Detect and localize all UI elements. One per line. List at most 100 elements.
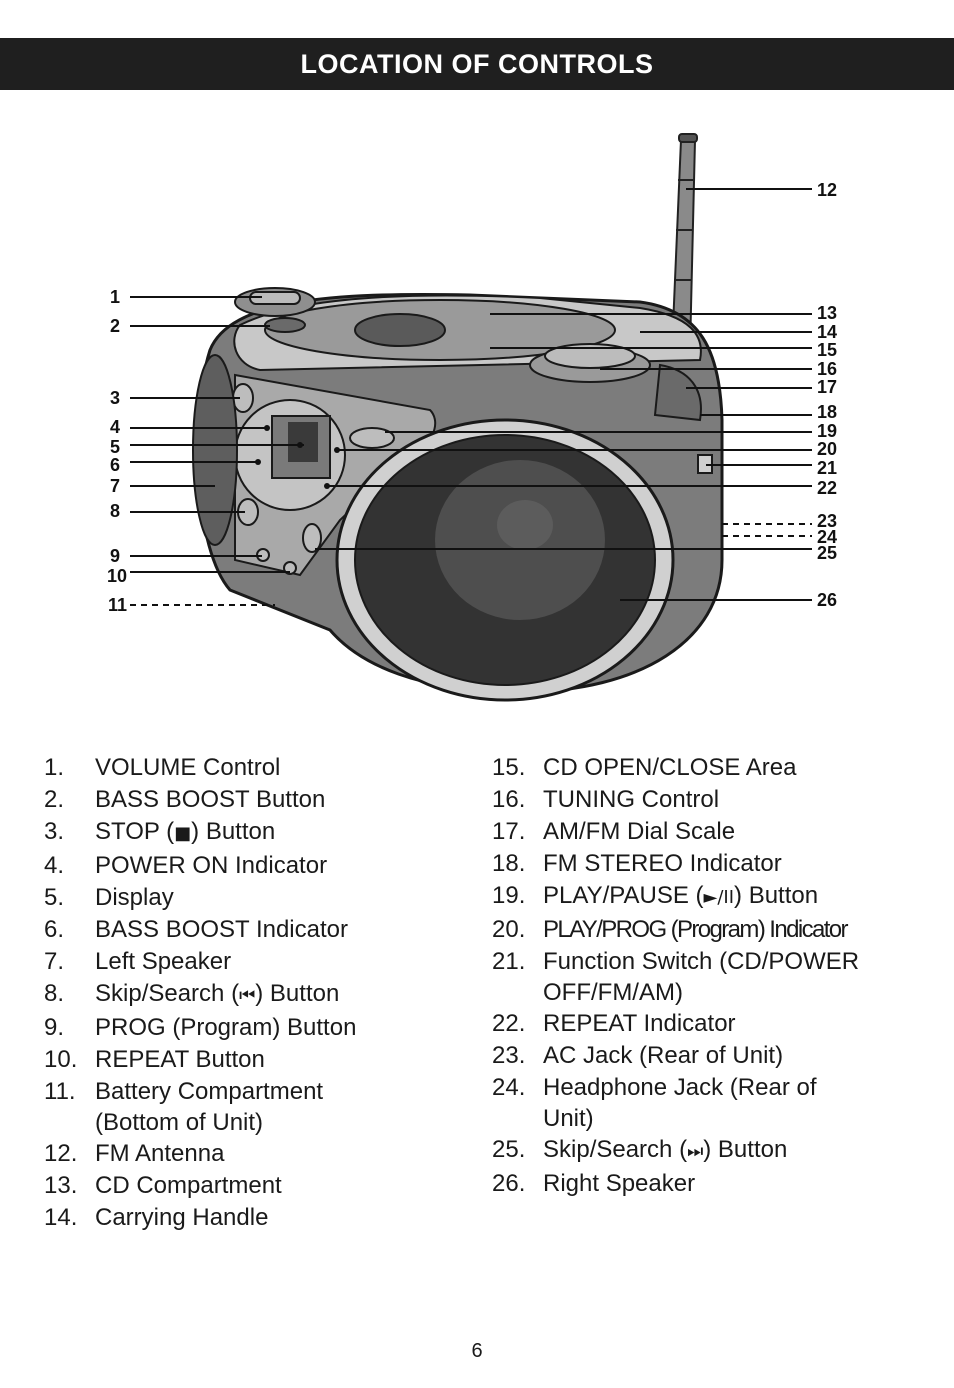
skip-back-icon: ⏮ — [239, 985, 256, 1006]
item-label-line1: Battery Compartment — [95, 1078, 324, 1105]
callout-25: 25 — [817, 543, 838, 563]
item-number: 13. — [44, 1172, 78, 1199]
leader-lines-right — [315, 188, 812, 601]
item-number: 7. — [44, 948, 65, 975]
item-label: Left Speaker — [95, 948, 232, 975]
callout-10: 10 — [106, 566, 127, 586]
item-label: REPEAT Indicator — [543, 1010, 736, 1037]
list-item: 3.STOP (■) Button — [44, 816, 444, 850]
list-item: 17.AM/FM Dial Scale — [492, 816, 912, 848]
list-item: 15. CD OPEN/CLOSE Area — [492, 752, 912, 784]
list-item: 4. POWER ON Indicator — [44, 850, 444, 882]
list-item: 2. BASS BOOST Button — [44, 784, 444, 816]
item-label-post: ) Button — [734, 882, 819, 909]
callout-8: 8 — [109, 501, 120, 521]
item-number: 19. — [492, 882, 526, 909]
item-number: 16. — [492, 786, 526, 813]
list-item: 20.PLAY/PROG (Program) Indicator — [492, 914, 912, 946]
item-number: 25. — [492, 1136, 526, 1163]
list-item: 9.PROG (Program) Button — [44, 1012, 444, 1044]
callout-20: 20 — [817, 439, 838, 459]
list-item: 26.Right Speaker — [492, 1168, 912, 1200]
item-number: 8. — [44, 980, 65, 1007]
item-number: 20. — [492, 916, 526, 943]
list-item: 11. Battery Compartment (Bottom of Unit) — [44, 1076, 444, 1138]
item-label-post: ) Button — [703, 1136, 788, 1163]
item-number: 2. — [44, 786, 65, 813]
item-number: 15. — [492, 754, 526, 781]
callout-7: 7 — [109, 476, 120, 496]
item-number: 18. — [492, 850, 526, 877]
item-label: BASS BOOST Indicator — [95, 916, 348, 943]
item-number: 9. — [44, 1014, 65, 1041]
item-label: REPEAT Button — [95, 1046, 265, 1073]
item-label-line2: (Bottom of Unit) — [95, 1109, 264, 1136]
item-label: Right Speaker — [543, 1170, 696, 1197]
boombox-illustration — [130, 133, 812, 702]
item-number: 23. — [492, 1042, 526, 1069]
section-title: LOCATION OF CONTROLS — [300, 48, 654, 79]
item-label: VOLUME Control — [95, 754, 281, 781]
item-label-line2: OFF/FM/AM) — [543, 979, 683, 1006]
boombox-diagram: 1 2 3 4 5 6 7 8 9 10 11 12 13 14 15 16 1… — [0, 120, 954, 710]
callout-18: 18 — [817, 402, 838, 422]
callout-26: 26 — [817, 590, 838, 610]
callout-14: 14 — [817, 322, 838, 342]
item-label: CD OPEN/CLOSE Area — [543, 754, 797, 781]
controls-list-left: 1. VOLUME Control 2. BASS BOOST Button 3.S… — [44, 752, 444, 1234]
callout-16: 16 — [817, 359, 838, 379]
item-number: 21. — [492, 948, 526, 975]
skip-forward-icon: ⏭ — [687, 1141, 704, 1162]
stop-icon: ■ — [174, 823, 192, 844]
list-item: 19.PLAY/PAUSE (►/II) Button — [492, 880, 912, 914]
item-number: 1. — [44, 754, 65, 781]
item-label-post: ) Button — [255, 980, 340, 1007]
callout-5: 5 — [109, 437, 120, 457]
item-label-line2: Unit) — [543, 1105, 594, 1132]
item-number: 14. — [44, 1204, 78, 1231]
item-label: AC Jack (Rear of Unit) — [543, 1042, 784, 1069]
body-drawing — [192, 287, 724, 702]
callout-12: 12 — [817, 180, 838, 200]
item-number: 10. — [44, 1046, 78, 1073]
callout-1: 1 — [109, 287, 120, 307]
list-item: 1. VOLUME Control — [44, 752, 444, 784]
callout-2: 2 — [109, 316, 120, 336]
callout-24: 24 — [817, 527, 838, 547]
item-label: AM/FM Dial Scale — [543, 818, 736, 845]
page-number: 6 — [471, 1340, 483, 1362]
item-label: FM STEREO Indicator — [543, 850, 782, 877]
item-label: Carrying Handle — [95, 1204, 269, 1231]
callout-22: 22 — [817, 478, 838, 498]
callout-17: 17 — [817, 377, 838, 397]
list-item: 25. Skip/Search (⏭) Button — [492, 1134, 912, 1168]
item-number: 4. — [44, 852, 65, 879]
item-number: 3. — [44, 818, 65, 845]
callout-4: 4 — [109, 417, 120, 437]
controls-list-right: 15.CD OPEN/CLOSE Area 16.TUNING Control … — [492, 752, 912, 1200]
callout-3: 3 — [109, 388, 120, 408]
callout-23: 23 — [817, 511, 838, 531]
list-item: 12. FM Antenna — [44, 1138, 444, 1170]
callout-19: 19 — [817, 421, 838, 441]
item-label-pre: Skip/Search ( — [543, 1136, 688, 1163]
leader-lines-left — [130, 296, 304, 606]
item-label-line1: Headphone Jack (Rear of — [543, 1074, 817, 1101]
item-label: FM Antenna — [95, 1140, 225, 1167]
list-item: 5.Display — [44, 882, 444, 914]
item-number: 12. — [44, 1140, 78, 1167]
item-label: TUNING Control — [543, 786, 720, 813]
item-label-pre: PLAY/PAUSE ( — [543, 882, 704, 909]
list-item: 6. BASS BOOST Indicator — [44, 914, 444, 946]
section-header: LOCATION OF CONTROLS — [0, 38, 954, 90]
list-item: 23. AC Jack (Rear of Unit) — [492, 1040, 912, 1072]
callout-6: 6 — [109, 455, 120, 475]
item-label: BASS BOOST Button — [95, 786, 326, 813]
item-number: 11. — [44, 1078, 76, 1105]
list-item: 16. TUNING Control — [492, 784, 912, 816]
item-number: 6. — [44, 916, 65, 943]
list-item: 22.REPEAT Indicator — [492, 1008, 912, 1040]
list-item: 13.CD Compartment — [44, 1170, 444, 1202]
item-label: POWER ON Indicator — [95, 852, 328, 879]
